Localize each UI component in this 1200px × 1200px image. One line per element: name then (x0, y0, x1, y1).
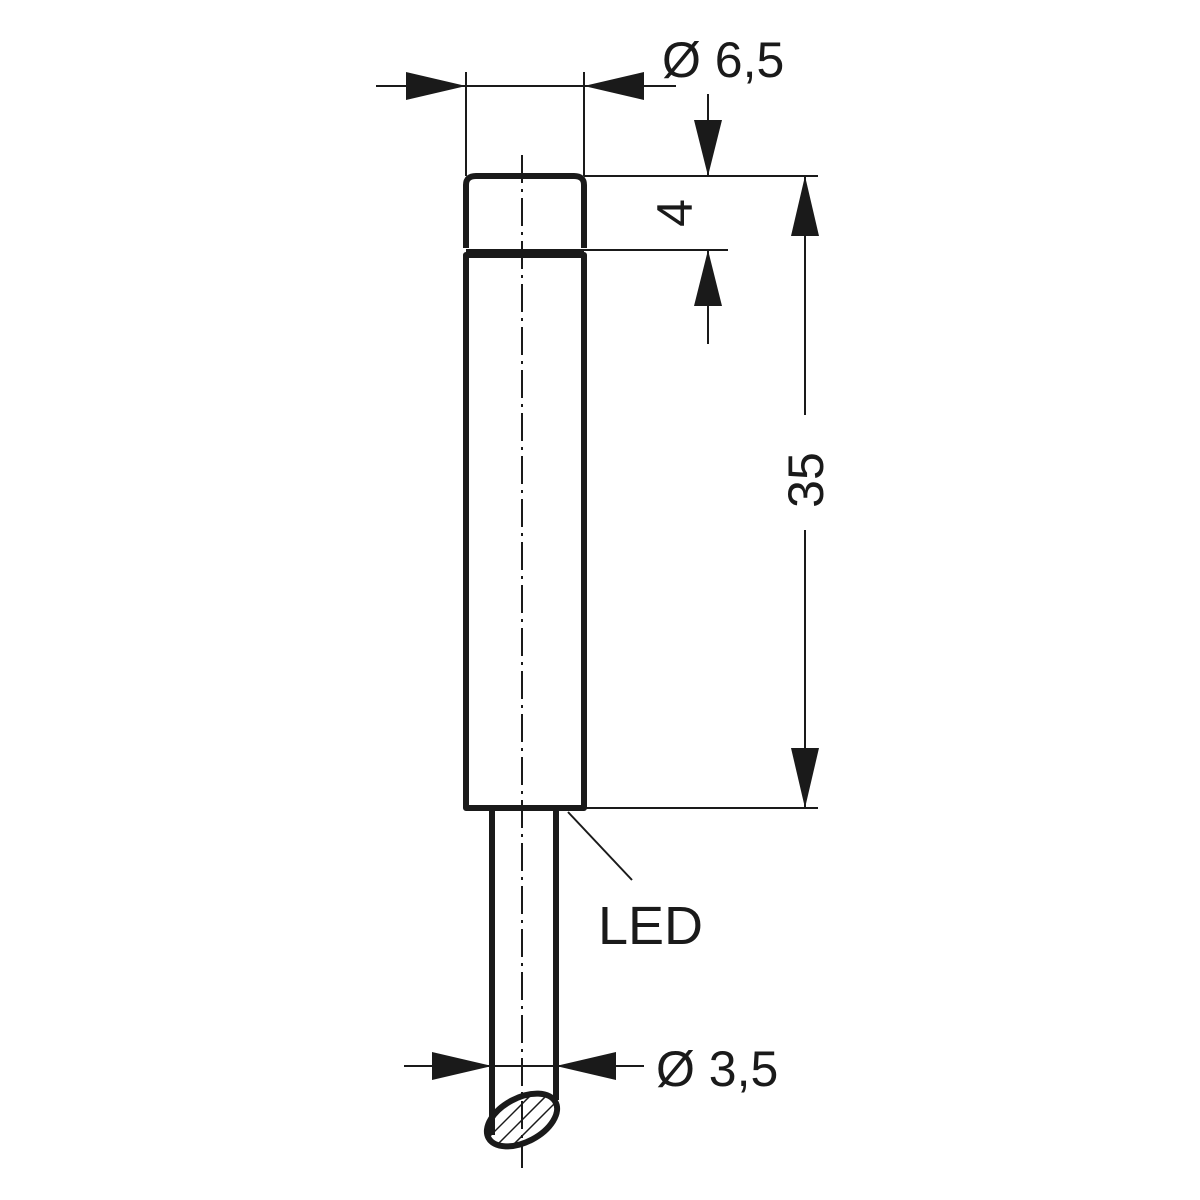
arrow-down-icon (694, 120, 722, 176)
cable-diameter-dimension: Ø 3,5 (404, 1041, 778, 1097)
arrow-right-icon (406, 72, 466, 100)
cable-diameter-label: Ø 3,5 (656, 1041, 778, 1097)
arrow-left-icon (584, 72, 644, 100)
sensor-body (463, 252, 587, 811)
led-label: LED (598, 896, 703, 956)
head-length-dimension: 4 (584, 94, 818, 344)
body-diameter-dimension: Ø 6,5 (376, 32, 784, 176)
arrow-down-icon (791, 748, 819, 808)
arrow-left-icon (556, 1052, 616, 1080)
arrow-up-icon (791, 176, 819, 236)
cable-cross-section-hatch (478, 1082, 566, 1158)
body-length-dimension: 35 (584, 176, 834, 809)
arrow-right-icon (432, 1052, 492, 1080)
body-length-label: 35 (778, 452, 834, 508)
arrow-up-icon (694, 250, 722, 306)
head-length-label: 4 (647, 199, 703, 227)
led-callout: LED (567, 811, 703, 956)
sensor-head (463, 173, 587, 248)
body-diameter-label: Ø 6,5 (662, 32, 784, 88)
